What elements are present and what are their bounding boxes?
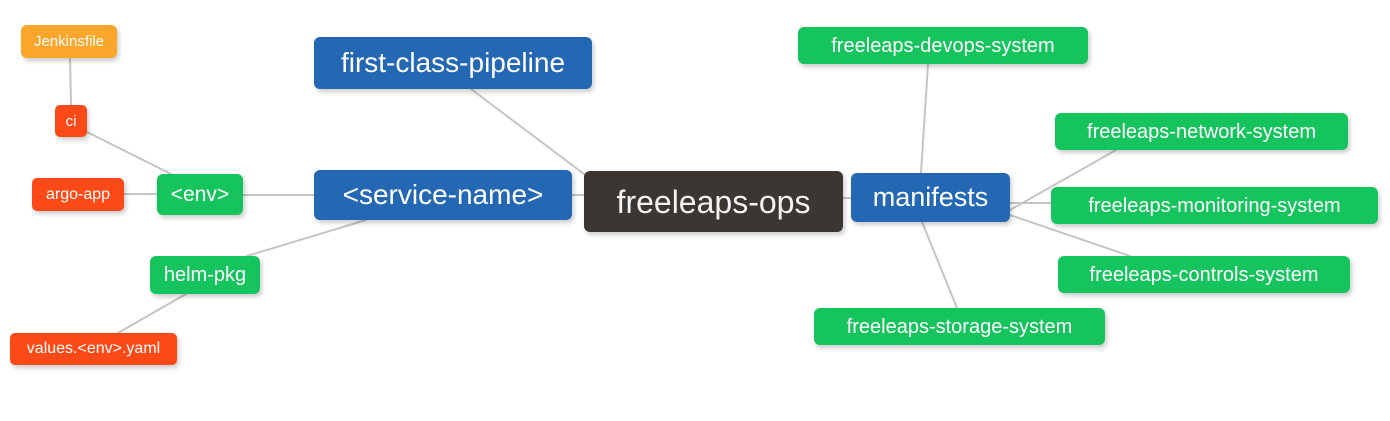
node-manifests[interactable]: manifests [851,173,1010,222]
node-freeleaps-ops[interactable]: freeleaps-ops [584,171,843,232]
node-label-ci: ci [65,112,77,130]
node-label-freeleaps-monitoring-system: freeleaps-monitoring-system [1088,194,1341,217]
edge-servicename-firstclass [470,88,593,181]
node-freeleaps-monitoring-system[interactable]: freeleaps-monitoring-system [1051,187,1378,224]
node-label-env: <env> [170,183,230,206]
edge-manifests-network [1009,149,1117,211]
node-jenkinsfile[interactable]: Jenkinsfile [21,25,117,58]
node-label-first-class-pipeline: first-class-pipeline [340,47,566,78]
edge-manifests-storage [921,221,958,309]
edge-manifests-devops [920,63,929,174]
node-ci[interactable]: ci [55,105,87,137]
node-label-values-yaml: values.<env>.yaml [26,340,161,357]
node-freeleaps-storage-system[interactable]: freeleaps-storage-system [814,308,1105,345]
edge-manifests-controls [1009,214,1131,257]
node-label-jenkinsfile: Jenkinsfile [33,33,105,50]
node-helm-pkg[interactable]: helm-pkg [150,256,260,294]
node-freeleaps-network-system[interactable]: freeleaps-network-system [1055,113,1348,150]
node-label-argo-app: argo-app [45,185,111,203]
node-env[interactable]: <env> [157,174,243,215]
node-label-helm-pkg: helm-pkg [163,264,247,286]
edge-values-helmpkg [117,293,187,334]
node-argo-app[interactable]: argo-app [32,178,124,211]
node-label-manifests: manifests [872,182,989,212]
edge-helmpkg-servicename [246,219,367,257]
node-freeleaps-devops-system[interactable]: freeleaps-devops-system [798,27,1088,64]
node-label-service-name: <service-name> [342,179,544,210]
node-service-name[interactable]: <service-name> [314,170,572,220]
node-label-freeleaps-controls-system: freeleaps-controls-system [1089,263,1319,286]
node-label-freeleaps-ops: freeleaps-ops [616,183,811,220]
node-label-freeleaps-storage-system: freeleaps-storage-system [846,315,1073,338]
edge-jenkinsfile-ci [69,57,72,106]
node-freeleaps-controls-system[interactable]: freeleaps-controls-system [1058,256,1350,293]
node-first-class-pipeline[interactable]: first-class-pipeline [314,37,592,89]
node-label-freeleaps-devops-system: freeleaps-devops-system [831,34,1055,57]
edge-ci-env [86,131,172,175]
node-label-freeleaps-network-system: freeleaps-network-system [1087,120,1316,143]
node-values-yaml[interactable]: values.<env>.yaml [10,333,177,365]
